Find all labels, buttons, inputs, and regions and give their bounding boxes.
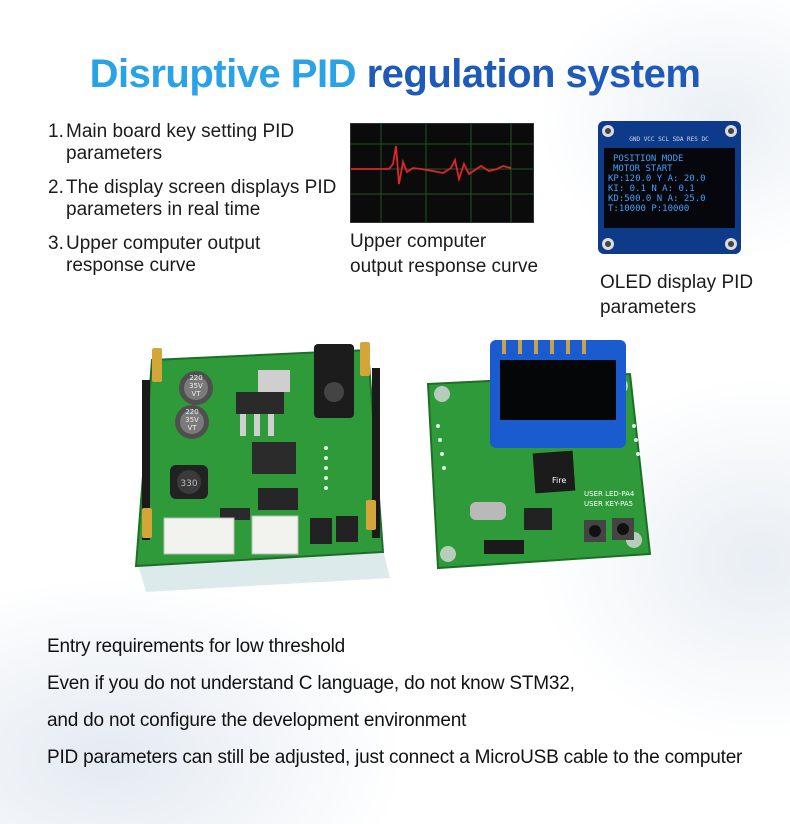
oled-screen-line: POSITION MODE <box>613 154 683 164</box>
oled-screen-line: MOTOR START <box>613 164 673 174</box>
feature-text-cont: parameters <box>66 143 163 164</box>
power-board-graphic: 220 35V VT 220 35V VT 330 <box>134 342 390 592</box>
description-line: Even if you do not understand C language… <box>47 673 575 694</box>
title-accent: Disruptive PID <box>89 52 357 96</box>
description-line: and do not configure the development env… <box>47 710 467 731</box>
response-curve-graphic <box>351 124 533 222</box>
feature-item: 3.Upper computer output response curve <box>48 233 348 277</box>
feature-text: The display screen displays PID <box>66 177 337 198</box>
oled-caption: OLED display PID parameters <box>600 270 770 320</box>
description-line: PID parameters can still be adjusted, ju… <box>47 747 743 768</box>
board-key-label: USER KEY-PA5 <box>584 500 633 508</box>
board-led-label: USER LED-PA4 <box>584 490 635 498</box>
oled-caption-line: parameters <box>600 297 697 318</box>
response-curve-image <box>350 123 534 223</box>
description-block: Entry requirements for low threshold Eve… <box>47 628 777 776</box>
svg-text:VT: VT <box>187 424 197 432</box>
oled-screen-line: KD:500.0 N A: 25.0 <box>608 194 706 204</box>
feature-text: Main board key setting PID <box>66 121 295 142</box>
page-title: Disruptive PID regulation system <box>0 52 790 97</box>
svg-text:35V: 35V <box>189 382 203 390</box>
controller-board-photo: Fire USER LED-PA4 USER KEY-PA5 <box>424 336 654 588</box>
oled-screen-line: KI: 0.1 N A: 0.1 <box>608 184 695 194</box>
controller-board-graphic: Fire USER LED-PA4 USER KEY-PA5 <box>426 340 652 570</box>
feature-number: 2. <box>48 177 64 198</box>
board-chip-label: Fire <box>552 476 566 485</box>
oled-screen-line: KP:120.0 Y A: 20.0 <box>608 174 706 184</box>
svg-text:35V: 35V <box>185 416 199 424</box>
oled-module-image: GND VCC SCL SDA RES DC POSITION MODE MOT… <box>598 121 741 254</box>
response-curve-line <box>351 145 512 185</box>
oled-pin-labels: GND VCC SCL SDA RES DC <box>629 136 709 143</box>
oled-caption-line: OLED display PID <box>600 272 754 293</box>
svg-text:220: 220 <box>189 374 202 382</box>
svg-text:330: 330 <box>180 479 197 489</box>
svg-text:220: 220 <box>185 408 198 416</box>
feature-number: 1. <box>48 121 64 142</box>
feature-item: 1.Main board key setting PID parameters <box>48 121 348 165</box>
curve-caption: Upper computer output response curve <box>350 229 560 279</box>
title-rest: regulation system <box>355 52 701 96</box>
feature-text-cont: parameters in real time <box>66 199 261 220</box>
curve-caption-line: Upper computer <box>350 231 487 252</box>
feature-item: 2.The display screen displays PID parame… <box>48 177 348 221</box>
power-board-photo: 220 35V VT 220 35V VT 330 <box>128 330 398 598</box>
description-line: Entry requirements for low threshold <box>47 636 345 657</box>
feature-list: 1.Main board key setting PID parameters … <box>48 121 348 289</box>
feature-text: Upper computer output <box>66 233 261 254</box>
curve-caption-line: output response curve <box>350 256 539 277</box>
oled-module-graphic: GND VCC SCL SDA RES DC POSITION MODE MOT… <box>598 121 741 254</box>
oled-screen-line: T:10000 P:10000 <box>608 204 689 214</box>
svg-text:VT: VT <box>191 390 201 398</box>
feature-number: 3. <box>48 233 64 254</box>
feature-text-cont: response curve <box>66 255 196 276</box>
